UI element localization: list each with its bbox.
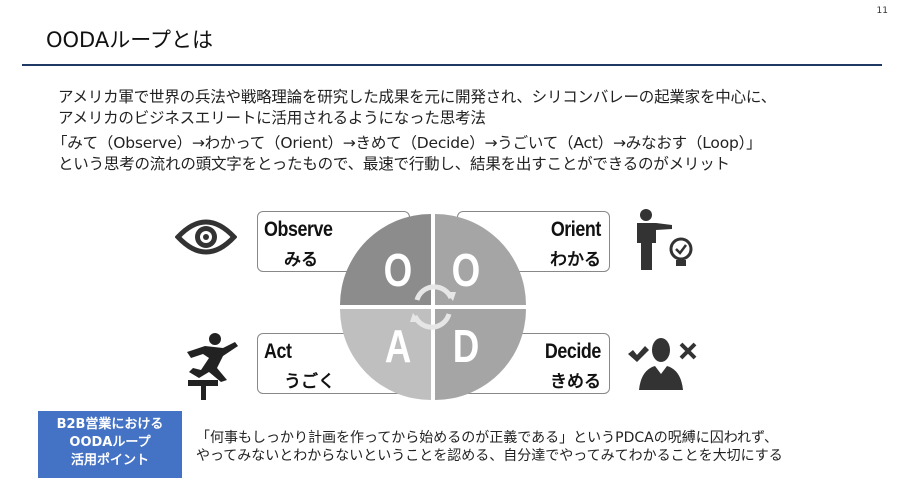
intro-line-1: アメリカ軍で世界の兵法や戦略理論を研究した成果を元に開発され、シリコンバレーの起… [58, 88, 777, 106]
badge-line-3: 活用ポイント [70, 453, 149, 468]
orient-quadrant [435, 214, 526, 305]
intro-line-4: という思考の流れの頭文字をとったもので、最速で行動し、結果を出すことができるのが… [58, 155, 730, 173]
presenter-lightbulb-icon [637, 209, 693, 270]
orient-jp: わかる [550, 250, 601, 269]
decision-person-icon [628, 338, 697, 390]
badge-line-1: B2B営業における [56, 417, 164, 432]
observe-label: Observe [264, 218, 333, 241]
page-title: OODAループとは [46, 28, 213, 52]
note-line-1: 「何事もしっかり計画を作ってから始めるのが正義である」というPDCAの呪縛に囚わ… [196, 430, 779, 446]
intro-line-2: アメリカのビジネスエリートに活用されるようになった思考法 [58, 109, 486, 127]
letter-o2: O [452, 244, 481, 296]
intro-line-3: 「みて（Observe）→わかって（Orient）→きめて（Decide）→うご… [52, 134, 762, 152]
hurdle-runner-icon [187, 333, 238, 400]
badge-line-2: OODAループ [69, 435, 151, 450]
title-divider [22, 64, 882, 66]
act-label: Act [264, 340, 292, 363]
eye-icon [175, 219, 237, 255]
decide-jp: きめる [550, 372, 601, 391]
letter-a: A [385, 320, 412, 372]
cycle-arrows-icon [410, 284, 456, 330]
act-quadrant [340, 309, 431, 400]
letter-d: D [453, 320, 480, 372]
orient-label: Orient [550, 218, 601, 241]
b2b-points-badge: B2B営業における OODAループ 活用ポイント [38, 411, 182, 478]
letter-o1: O [384, 244, 413, 296]
act-jp: うごく [284, 372, 335, 391]
observe-quadrant [340, 214, 431, 305]
decide-label: Decide [545, 340, 601, 363]
note-line-2: やってみないとわからないということを認める、自分達でやってみてわかることを大切に… [196, 448, 783, 464]
decide-quadrant [435, 309, 526, 400]
page-number: 11 [876, 6, 888, 16]
ooda-circle: O O A D [340, 214, 526, 400]
observe-jp: みる [284, 250, 318, 269]
